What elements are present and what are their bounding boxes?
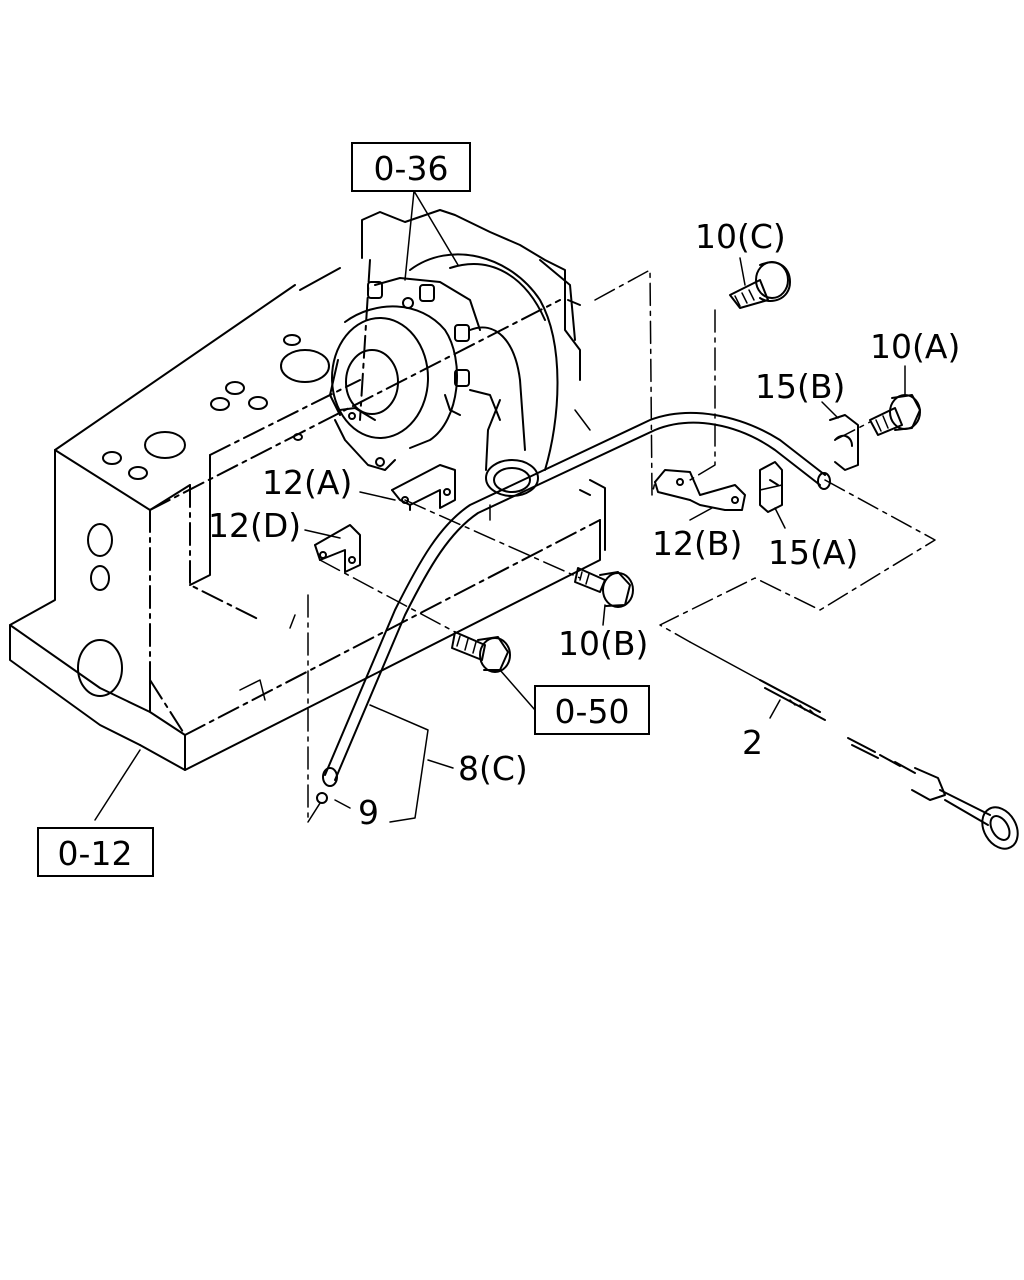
dipstick-guide-tube xyxy=(322,411,831,787)
leader-lines xyxy=(94,257,906,823)
bracket-12d xyxy=(314,524,361,573)
part-label-10c: 10(C) xyxy=(695,217,786,256)
clamp-15b xyxy=(829,414,859,471)
clamp-15a xyxy=(759,461,783,513)
ref-label-0-50: 0-50 xyxy=(555,692,630,731)
bolt-10c xyxy=(729,261,791,309)
bracket-12b xyxy=(654,469,746,511)
ref-label-0-12: 0-12 xyxy=(58,834,133,873)
part-label-12b: 12(B) xyxy=(652,524,742,563)
part-label-15b: 15(B) xyxy=(755,367,845,406)
part-label-2: 2 xyxy=(742,723,763,762)
part-label-10a: 10(A) xyxy=(870,327,960,366)
engine-block xyxy=(9,209,606,771)
part-label-12d: 12(D) xyxy=(208,506,301,545)
bolt-0-50 xyxy=(451,631,511,673)
leader-0-36 xyxy=(404,190,459,281)
ref-box-0-50[interactable]: 0-50 xyxy=(534,685,650,735)
turbocharger xyxy=(329,253,559,497)
ref-label-0-36: 0-36 xyxy=(374,149,449,188)
bolt-10a xyxy=(869,394,921,436)
part-label-15a: 15(A) xyxy=(768,533,858,572)
ref-box-0-36[interactable]: 0-36 xyxy=(351,142,471,192)
ref-box-0-12[interactable]: 0-12 xyxy=(37,827,154,877)
bolt-10b xyxy=(574,567,634,608)
bracket-12a xyxy=(391,464,456,511)
part-label-8c: 8(C) xyxy=(458,749,528,788)
alignment-lines xyxy=(289,269,936,823)
part-label-12a: 12(A) xyxy=(262,463,352,502)
o-ring-9 xyxy=(316,792,328,804)
dipstick xyxy=(689,641,1019,850)
part-label-10b: 10(B) xyxy=(558,624,648,663)
part-label-9: 9 xyxy=(358,793,379,832)
